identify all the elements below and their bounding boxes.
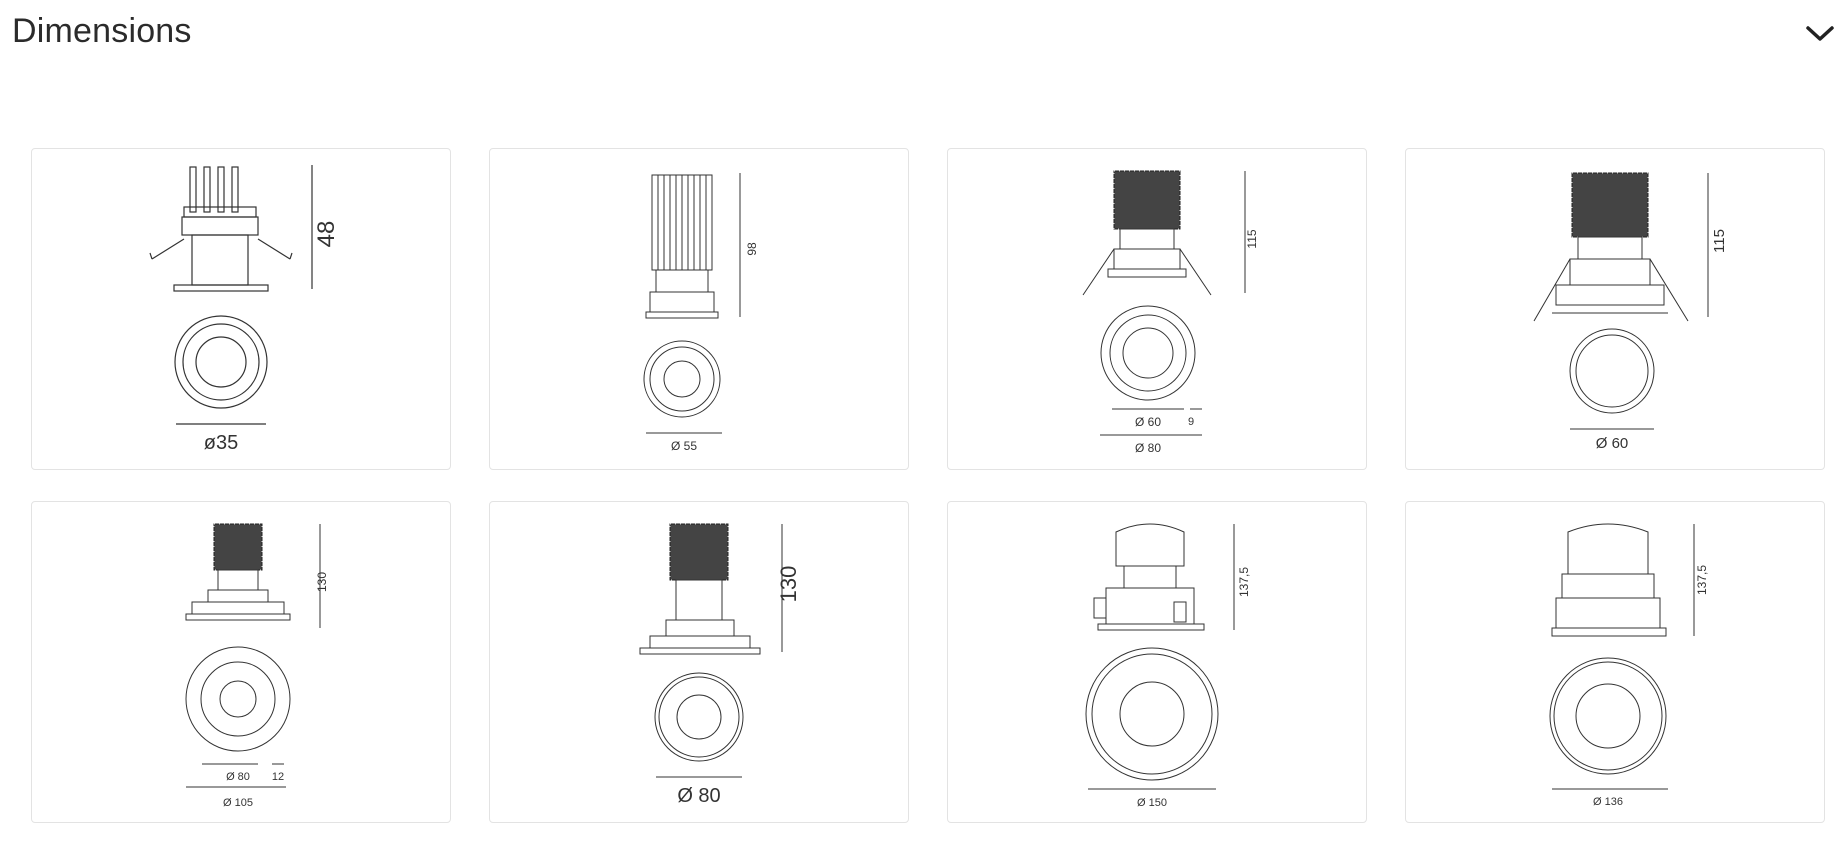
- dimension-drawing-card[interactable]: 98 Ø 55: [489, 148, 909, 470]
- dimension-drawing-card[interactable]: 115 Ø 60 9 Ø 80: [947, 148, 1367, 470]
- luminaire-drawing: 48 ø35: [149, 165, 340, 454]
- dimension-label: 115: [1245, 229, 1259, 248]
- dimension-drawing-card[interactable]: 137,5 Ø 136: [1405, 501, 1825, 823]
- dimension-label: Ø 105: [223, 797, 253, 809]
- dimension-label: 9: [1188, 416, 1194, 428]
- dimension-label: Ø 136: [1593, 796, 1623, 808]
- dimension-label: Ø 80: [677, 785, 720, 807]
- section-title: Dimensions: [12, 12, 192, 50]
- dimension-label: 12: [272, 771, 284, 783]
- luminaire-drawing: 137,5 Ø 150: [1085, 523, 1251, 809]
- chevron-down-icon[interactable]: [1800, 14, 1840, 54]
- dimension-label: 137,5: [1237, 567, 1251, 597]
- luminaire-drawing: 137,5 Ø 136: [1549, 523, 1709, 808]
- dimension-label: Ø 80: [226, 771, 250, 783]
- dimension-drawings-grid: 48 ø35 98 Ø 55: [31, 148, 1825, 823]
- dimension-label: 98: [745, 242, 759, 256]
- dimension-label: Ø 60: [1135, 415, 1161, 429]
- dimension-drawing-card[interactable]: 115 Ø 60: [1405, 148, 1825, 470]
- dimension-drawing-card[interactable]: 48 ø35: [31, 148, 451, 470]
- dimension-label: 130: [315, 572, 329, 592]
- dimension-label: Ø 150: [1137, 797, 1167, 809]
- luminaire-drawing: 115 Ø 60 9 Ø 80: [1082, 170, 1259, 455]
- dimension-label: ø35: [204, 432, 238, 454]
- luminaire-drawing: 115 Ø 60: [1533, 172, 1728, 452]
- dimension-label: Ø 60: [1596, 435, 1629, 452]
- dimension-label: Ø 55: [671, 439, 697, 453]
- luminaire-drawing: 98 Ø 55: [643, 173, 759, 453]
- dimension-drawing-card[interactable]: 137,5 Ø 150: [947, 501, 1367, 823]
- luminaire-drawing: 130 Ø 80: [639, 523, 801, 807]
- dimensions-section-header[interactable]: Dimensions: [0, 0, 1848, 70]
- dimension-drawing-card[interactable]: 130 Ø 80 12 Ø 105: [31, 501, 451, 823]
- luminaire-drawing: 130 Ø 80 12 Ø 105: [185, 523, 329, 809]
- dimension-label: 48: [313, 221, 340, 248]
- dimension-label: Ø 80: [1135, 441, 1161, 455]
- dimension-drawing-card[interactable]: 130 Ø 80: [489, 501, 909, 823]
- dimension-label: 115: [1711, 229, 1728, 253]
- dimension-label: 137,5: [1695, 565, 1709, 595]
- dimension-label: 130: [776, 566, 801, 603]
